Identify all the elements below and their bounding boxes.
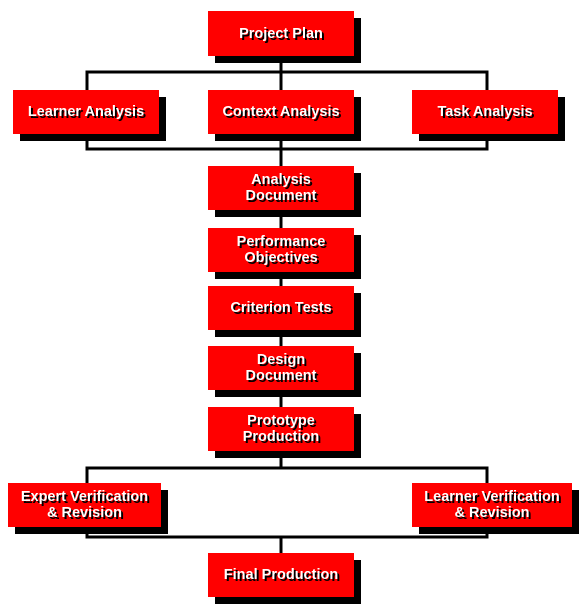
prototype-production-box: Prototype Production (208, 407, 354, 451)
learner-analysis-box: Learner Analysis (13, 90, 159, 134)
expert-verification-box: Expert Verification & Revision (8, 483, 161, 527)
performance-objectives-box: Performance Objectives (208, 228, 354, 272)
learner-verification-box: Learner Verification & Revision (412, 483, 572, 527)
final-production-box: Final Production (208, 553, 354, 597)
context-analysis-box: Context Analysis (208, 90, 354, 134)
design-document-box: Design Document (208, 346, 354, 390)
analysis-document-box: Analysis Document (208, 166, 354, 210)
project-plan-box: Project Plan (208, 11, 354, 56)
task-analysis-box: Task Analysis (412, 90, 558, 134)
criterion-tests-box: Criterion Tests (208, 286, 354, 330)
